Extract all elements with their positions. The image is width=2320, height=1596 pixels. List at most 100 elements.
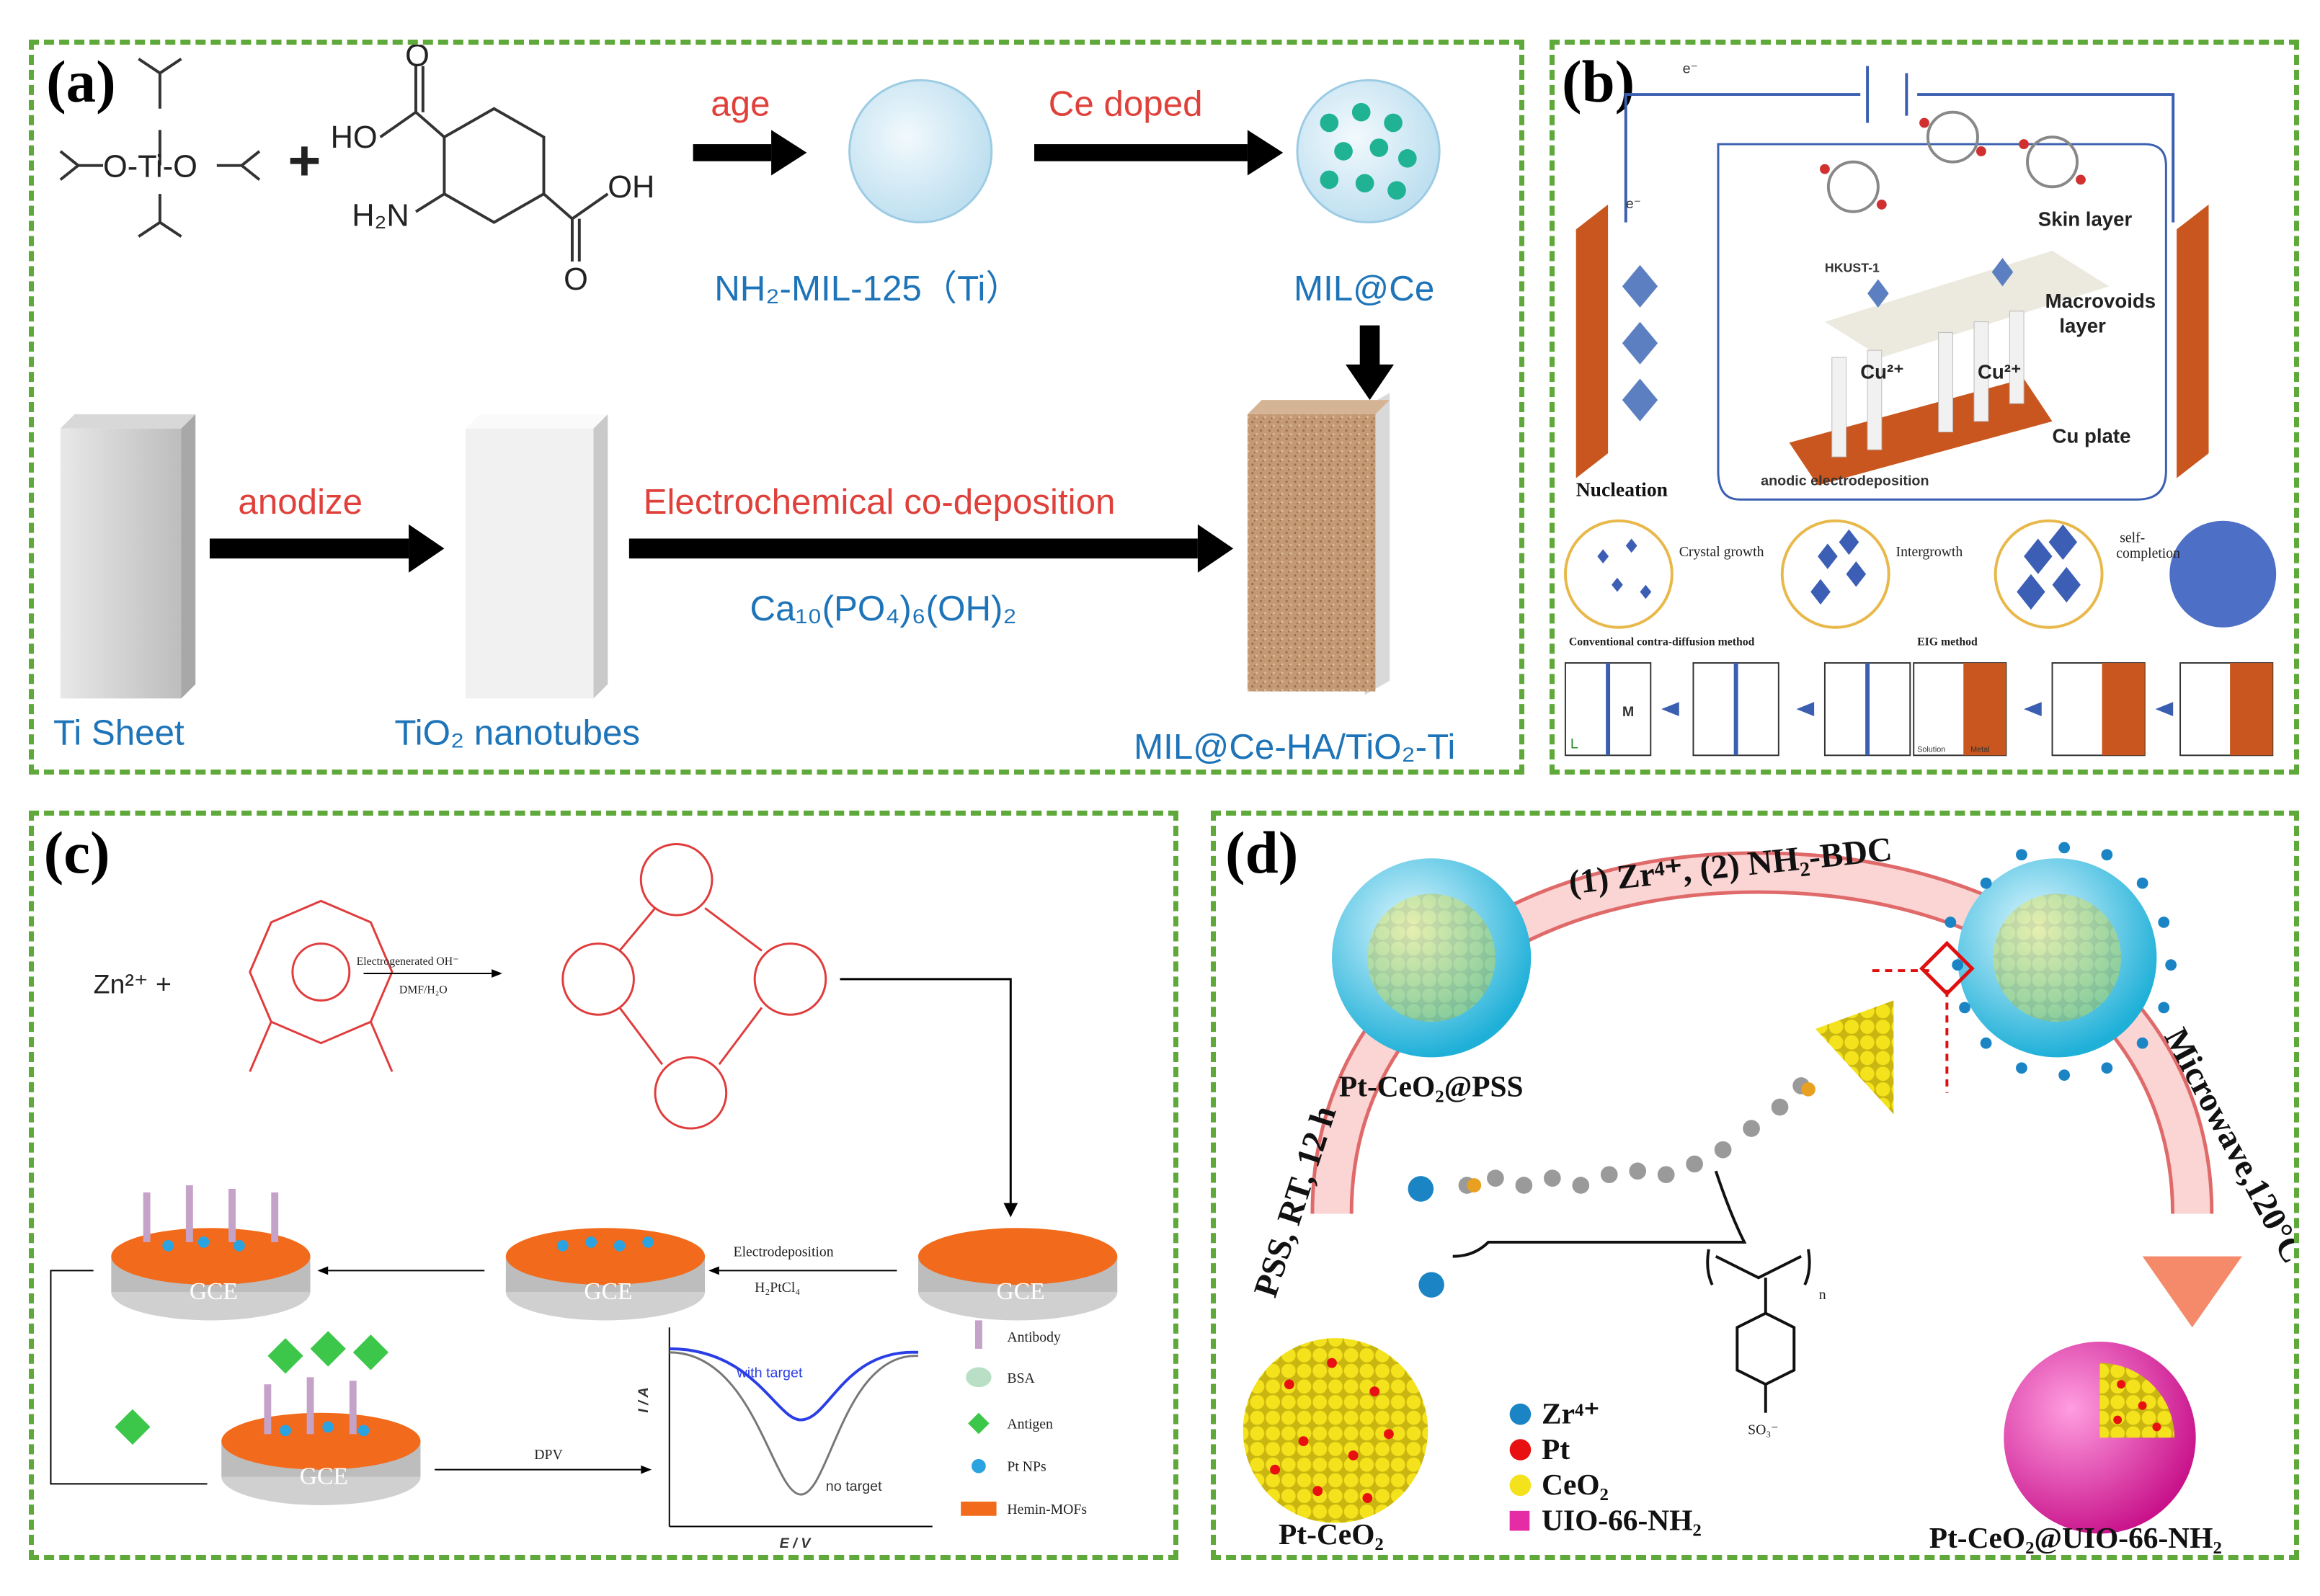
box-metal — [1963, 663, 2273, 756]
gce-label-1: GCE — [997, 1278, 1045, 1305]
pt-dots — [1270, 1358, 1394, 1503]
gce-label-3: GCE — [190, 1278, 238, 1305]
pt-ceo2-pss-core — [1367, 893, 1495, 1022]
skin-layer-label: Skin layer — [2038, 208, 2133, 231]
tio2-nanotubes-slab — [466, 414, 608, 699]
step-codeposition: Electrochemical co-deposition — [644, 482, 1116, 522]
sulfonate-label: SO₃⁻ — [1748, 1422, 1779, 1437]
aminoterephthalic-acid-structure — [379, 66, 609, 262]
zoom-bubble — [1717, 143, 2167, 501]
pt-nanoparticles — [162, 1236, 654, 1437]
macrovoids-label-2: layer — [2059, 314, 2106, 336]
nucleated-crystals — [1622, 264, 1658, 422]
step-anodize: anodize — [238, 482, 363, 522]
gce-label-4: GCE — [300, 1463, 348, 1489]
zoomed-wedge — [1815, 1000, 1894, 1115]
electron-top: e⁻ — [1683, 61, 1698, 76]
electron-left: e⁻ — [1626, 196, 1641, 212]
box-solution-label: Solution — [1917, 745, 1945, 754]
hkust-crystal — [1867, 279, 1889, 308]
linker-h2n: H₂N — [352, 199, 409, 233]
growth-stages — [1563, 519, 2277, 629]
zr-ions-shell — [1945, 842, 2177, 1081]
zr-coated-core — [1993, 893, 2122, 1022]
intergrowth-label: Intergrowth — [1896, 544, 1963, 560]
self-completion-label-2: completion — [2116, 545, 2180, 561]
ligand-molecules — [1820, 110, 2086, 213]
linker-ho: HO — [331, 120, 378, 155]
linker-o-top: O — [405, 45, 430, 73]
panel-label: (a) — [46, 48, 116, 115]
panel-label: (d) — [1225, 819, 1298, 886]
with-target-label: with target — [736, 1365, 802, 1381]
eig-label: EIG method — [1917, 636, 1978, 648]
ce-dopant-dots — [1320, 102, 1417, 200]
mof-sphere — [848, 79, 993, 224]
legend-uio: UIO-66-NH₂ — [1542, 1503, 1702, 1536]
skin-layer-sheet — [1824, 251, 2110, 357]
legend-bsa: BSA — [1007, 1370, 1035, 1386]
cu-plate-label: Cu plate — [2053, 424, 2131, 447]
panel-b: (b) e⁻ e⁻ — [1550, 40, 2299, 775]
ti-label: O-Ti-O — [103, 149, 197, 184]
box-arrows — [1661, 702, 2174, 717]
panel-d: (d) (1) Zr⁴⁺, (2) NH₂-BDC PSS, RT, 12 h … — [1211, 811, 2299, 1560]
panel-c-figure: (c) Zn²⁺ + Electrogenerated OH⁻ DMF/H₂O — [44, 819, 1118, 1551]
hkust-label: HKUST-1 — [1825, 261, 1880, 275]
legend-hemin-mofs: Hemin-MOFs — [1007, 1502, 1087, 1517]
x-axis-label: E / V — [780, 1535, 812, 1551]
cu-ion-right: Cu²⁺ — [1978, 361, 2022, 383]
bracket-lines — [1452, 1170, 1747, 1258]
uio-pt-dots — [2113, 1380, 2161, 1432]
box-l-label: L — [1570, 736, 1578, 752]
cu-ion-left: Cu²⁺ — [1860, 361, 1904, 383]
box-membranes — [1606, 663, 1870, 756]
y-axis-label: I / A — [636, 1387, 652, 1412]
pt-ceo2-uio-label: Pt-CeO₂@UIO-66-NH₂ — [1929, 1521, 2222, 1554]
composition-legend — [1509, 1403, 1532, 1531]
pt-ceo2-label: Pt-CeO₂ — [1279, 1517, 1384, 1551]
titanium-precursor-structure — [59, 58, 261, 238]
ha-formula: Ca₁₀(PO₄)₆(OH)₂ — [750, 589, 1017, 628]
legend-antibody: Antibody — [1007, 1329, 1061, 1345]
n-subscript: n — [1819, 1287, 1826, 1303]
zoom-marker — [1919, 940, 1975, 997]
product-label: MIL@Ce-HA/TiO₂-Ti — [1134, 727, 1455, 767]
cycle-arrowhead — [2142, 1256, 2242, 1328]
legend-pt-nps: Pt NPs — [1007, 1459, 1046, 1475]
hemin-structure — [249, 899, 394, 1072]
self-completion-label: self- — [2120, 530, 2145, 545]
step-ce-doped: Ce doped — [1049, 84, 1203, 124]
doped-name: MIL@Ce — [1294, 269, 1434, 308]
sulfonate-structure — [1706, 1249, 1811, 1413]
box-m-label: M — [1622, 704, 1634, 720]
product-slab — [1247, 393, 1390, 695]
hemin-mof-framework — [561, 842, 827, 1130]
legend-pt: Pt — [1542, 1432, 1570, 1466]
h2ptcl4-label: H₂PtCl₄ — [755, 1280, 800, 1296]
step-age: age — [711, 84, 770, 124]
panel-a: (a) O-Ti-O + O HO — [29, 40, 1524, 775]
electro-oh-label: Electrogenerated OH⁻ — [357, 955, 459, 968]
panel-a-figure: (a) O-Ti-O + O HO — [46, 45, 1455, 767]
panel-b-figure: (b) e⁻ e⁻ — [1562, 48, 2277, 757]
zn-ion: Zn²⁺ + — [94, 969, 172, 999]
pss-chain — [1458, 1077, 1810, 1194]
nucleation-label: Nucleation — [1576, 478, 1668, 500]
circuit-wires — [1624, 66, 2175, 223]
legend-ceo2: CeO₂ — [1542, 1468, 1609, 1501]
box-metal-label: Metal — [1970, 745, 1989, 754]
legend-antigen: Antigen — [1007, 1416, 1053, 1432]
plus-sign: + — [288, 128, 321, 192]
ti-sheet-label: Ti Sheet — [53, 713, 185, 752]
macrovoids-label: Macrovoids — [2045, 290, 2156, 312]
flow-arrows — [209, 130, 1395, 573]
antibodies — [143, 1185, 357, 1435]
right-copper-electrode — [2177, 204, 2209, 478]
gce-electrodes — [111, 1228, 1118, 1505]
panel-label: (b) — [1562, 48, 1635, 115]
conventional-label: Conventional contra-diffusion method — [1569, 636, 1755, 648]
legend-zr: Zr⁴⁺ — [1542, 1396, 1599, 1430]
dpv-label: DPV — [534, 1447, 563, 1463]
dmf-label: DMF/H₂O — [399, 984, 448, 997]
